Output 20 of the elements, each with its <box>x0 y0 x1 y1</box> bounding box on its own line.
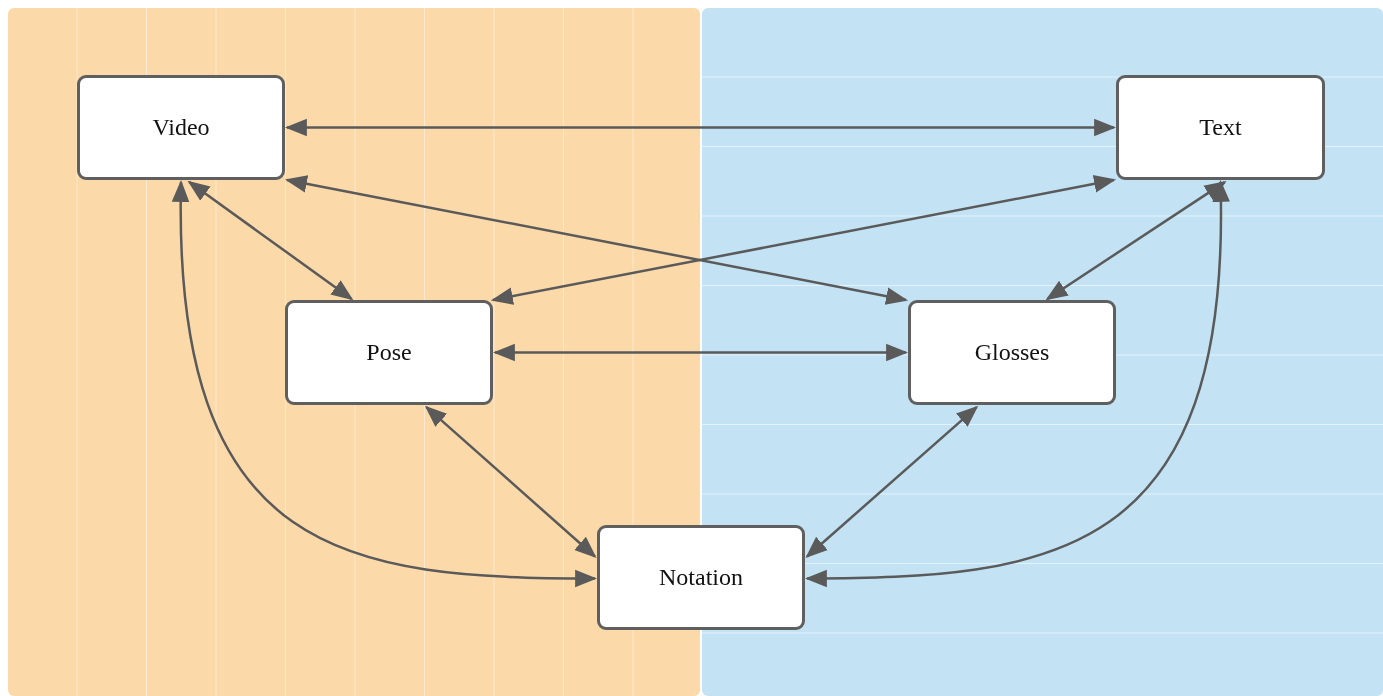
double-headed-arrow <box>490 175 1117 305</box>
process-box <box>77 75 285 180</box>
process-box <box>597 525 805 630</box>
double-headed-arrow <box>492 343 909 362</box>
double-headed-arrow <box>805 405 979 558</box>
double-headed-arrow <box>284 118 1117 137</box>
process-box <box>1116 75 1325 180</box>
node-label: Glosses <box>974 339 1050 366</box>
process-box <box>285 300 493 405</box>
double-headed-arrow <box>424 405 597 558</box>
node-label: Text <box>1199 114 1242 141</box>
double-headed-arrow <box>1045 180 1227 301</box>
node-label: Pose <box>366 339 412 366</box>
double-headed-arrow <box>804 179 1230 588</box>
double-headed-arrow <box>284 175 909 305</box>
double-headed-arrow <box>187 180 354 301</box>
process-box <box>908 300 1116 405</box>
node-label: Notation <box>659 564 743 591</box>
node-label: Video <box>152 114 210 141</box>
double-headed-arrow <box>172 179 598 588</box>
